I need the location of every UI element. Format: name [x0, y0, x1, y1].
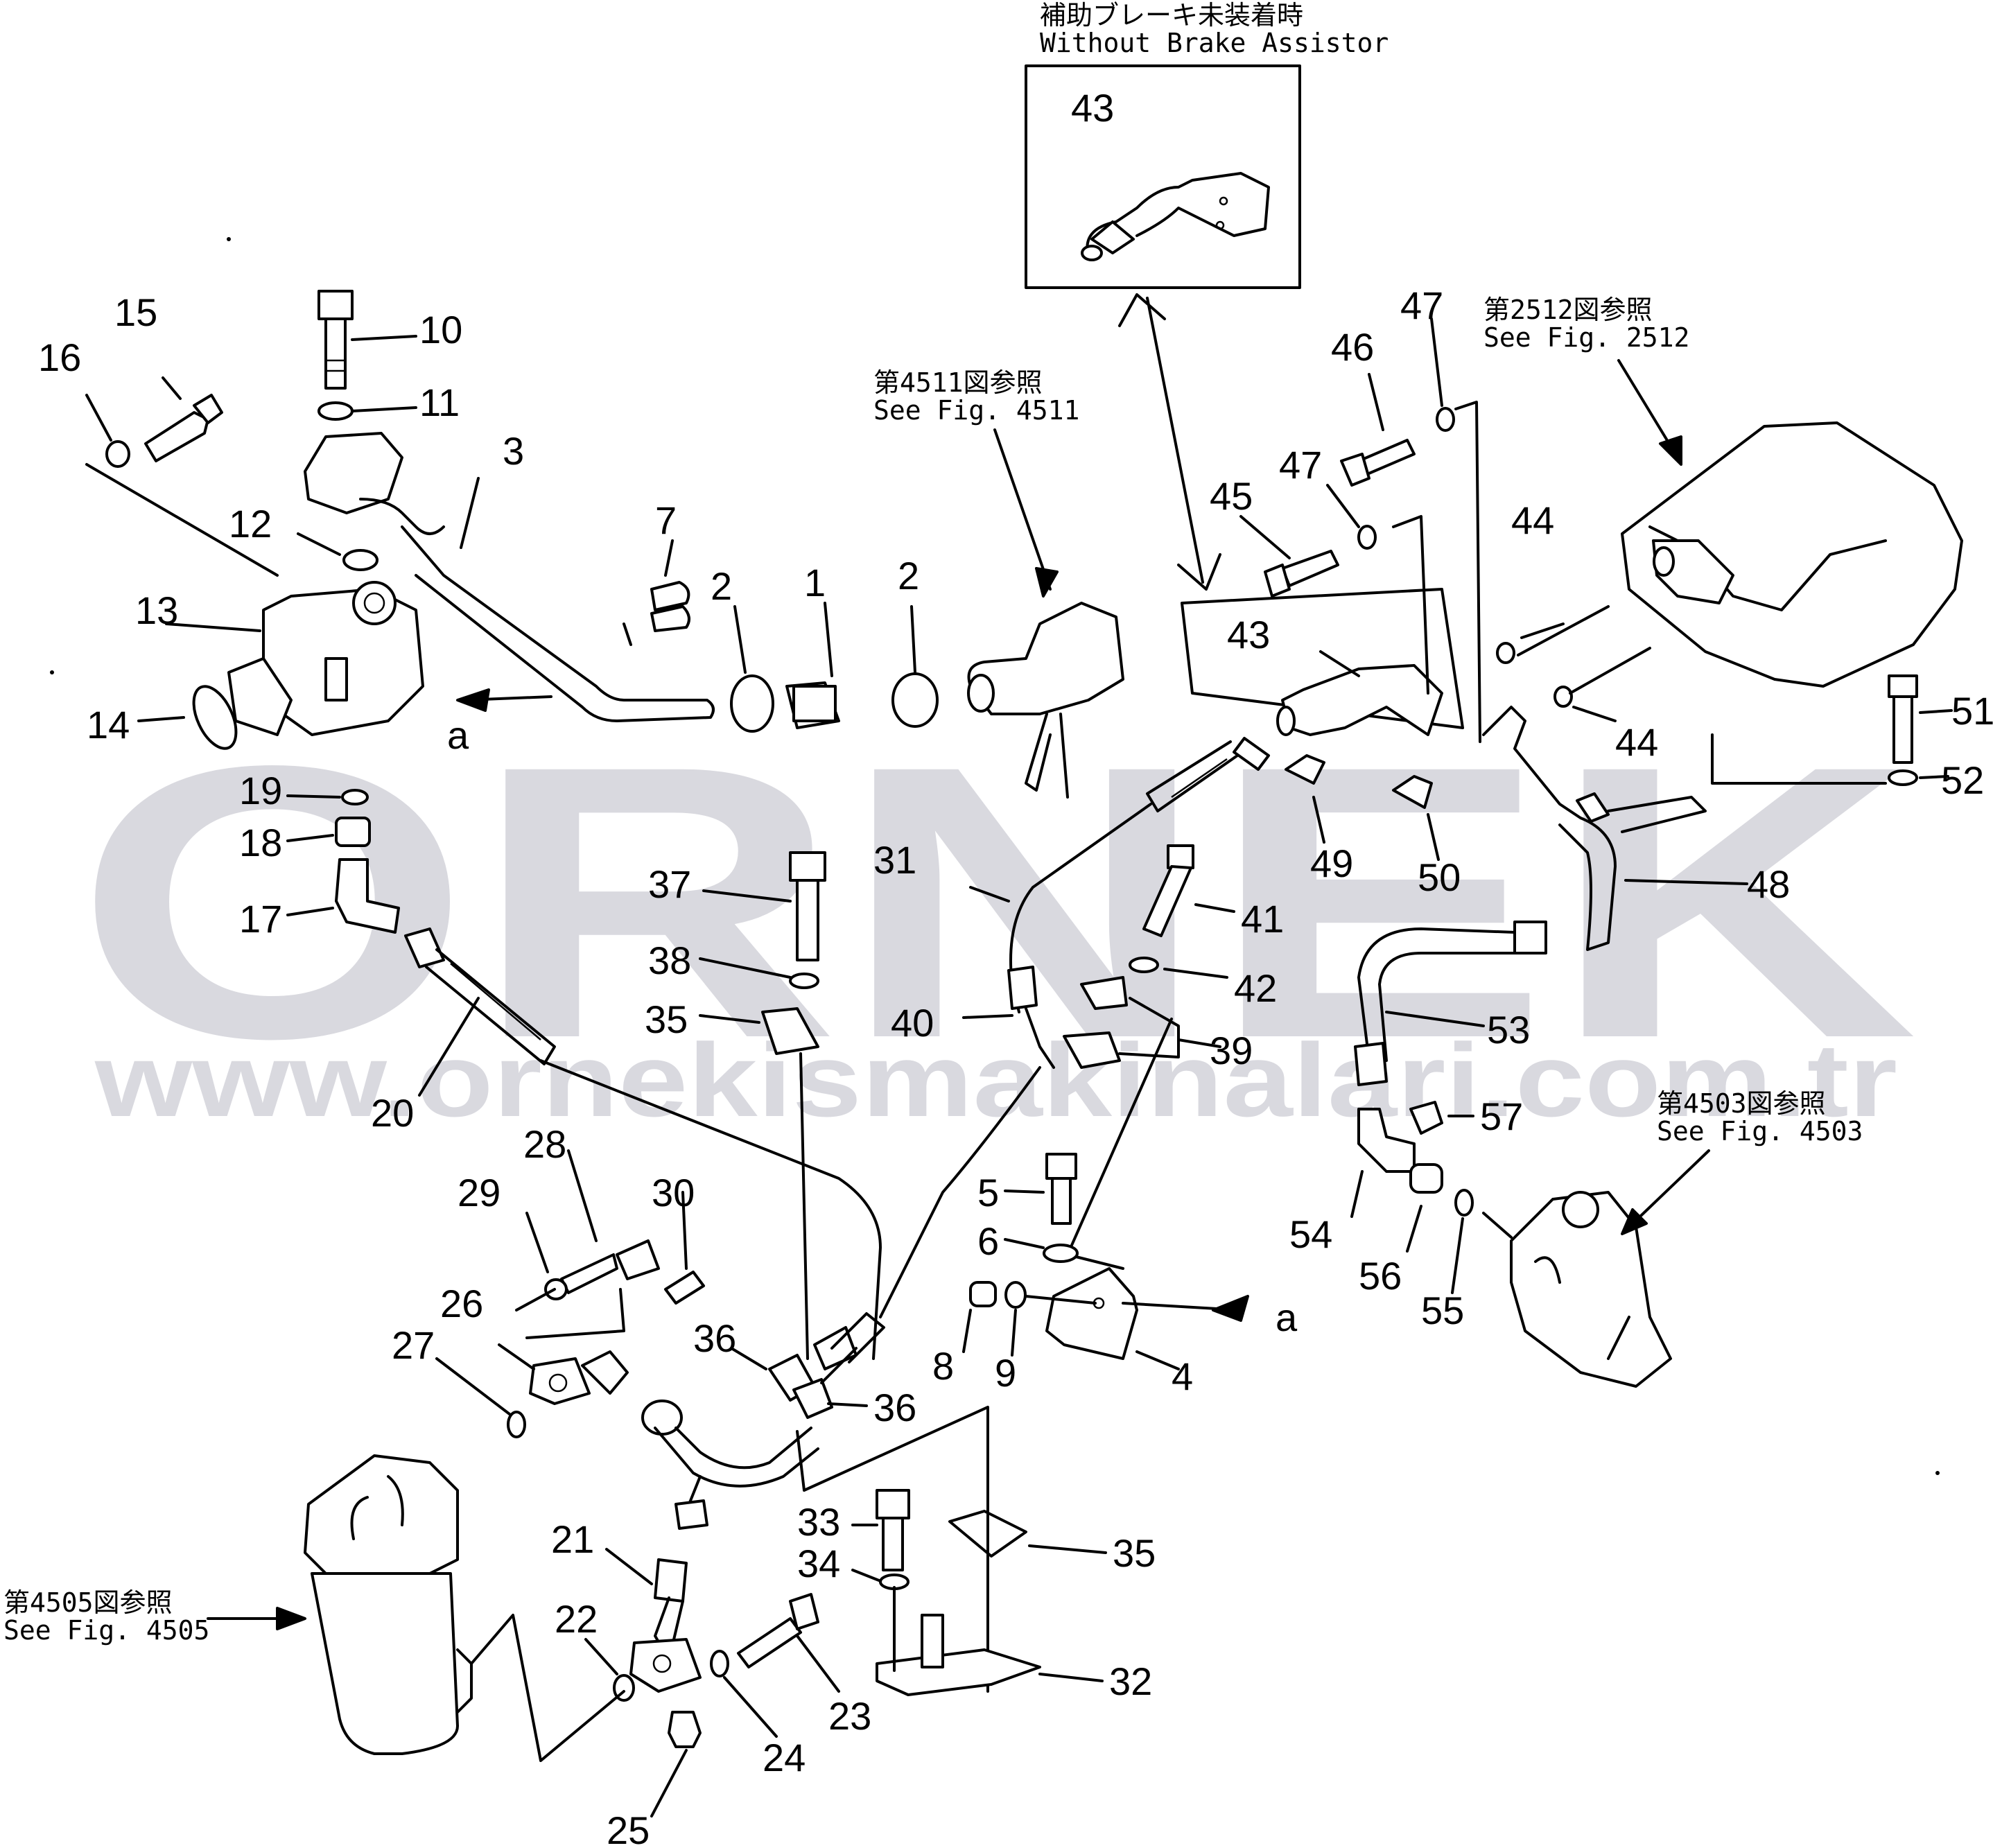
view-marker-a-bottom: a — [1276, 1296, 1298, 1339]
label-45: 45 — [1210, 474, 1253, 518]
label-49: 49 — [1310, 842, 1353, 885]
label-53: 53 — [1487, 1008, 1530, 1052]
clamp-bolts — [699, 851, 826, 1360]
label-16: 16 — [38, 335, 81, 379]
inset-box: 補助ブレーキ未装着時 Without Brake Assistor — [1025, 0, 1389, 289]
label-5: 5 — [977, 1171, 999, 1214]
label-48: 48 — [1747, 862, 1790, 906]
label-29: 29 — [458, 1171, 501, 1214]
label-42: 42 — [1234, 966, 1277, 1010]
label-11: 11 — [419, 381, 460, 424]
bracket-4-group: a — [962, 1153, 1298, 1370]
label-7: 7 — [655, 498, 677, 542]
label-2b: 2 — [898, 554, 919, 598]
label-3: 3 — [503, 429, 524, 473]
part-labels: 43 1 2 2 3 4 5 6 7 8 9 10 11 12 13 14 15… — [38, 86, 1993, 1848]
label-35a: 35 — [645, 997, 688, 1041]
fig-ref-4505-en: See Fig. 4505 — [3, 1615, 209, 1646]
label-18: 18 — [239, 821, 282, 864]
filter: 第4505図参照 See Fig. 4505 — [3, 1454, 625, 1762]
inset-title-jp: 補助ブレーキ未装着時 — [1040, 0, 1303, 30]
label-13: 13 — [135, 589, 178, 632]
label-28: 28 — [523, 1122, 566, 1166]
label-14: 14 — [87, 703, 130, 747]
label-39: 39 — [1210, 1029, 1253, 1072]
label-9: 9 — [995, 1351, 1016, 1395]
label-54: 54 — [1289, 1212, 1332, 1256]
label-47a: 47 — [1400, 284, 1443, 327]
label-36b: 36 — [873, 1386, 916, 1429]
label-8: 8 — [932, 1344, 954, 1388]
hose-joint: 第4511図参照 See Fig. 4511 — [623, 367, 1124, 799]
fig-ref-4503-jp: 第4503図参照 — [1657, 1088, 1826, 1119]
view-marker-a-top: a — [447, 713, 469, 757]
label-36a: 36 — [693, 1316, 736, 1360]
hose-31-group — [879, 737, 1270, 1318]
inset-title-en: Without Brake Assistor — [1040, 28, 1389, 58]
label-52: 52 — [1941, 758, 1984, 802]
label-44a: 44 — [1511, 498, 1554, 542]
label-43: 43 — [1227, 613, 1270, 656]
label-55: 55 — [1421, 1289, 1464, 1332]
label-46: 46 — [1331, 325, 1374, 369]
label-51: 51 — [1951, 689, 1993, 733]
label-38: 38 — [648, 939, 691, 982]
label-47b: 47 — [1279, 443, 1322, 487]
double-arrow — [1118, 293, 1221, 591]
label-23: 23 — [828, 1694, 871, 1738]
valve-pipe-group: 第2512図参照 See Fig. 2512 — [1181, 295, 1963, 951]
label-24: 24 — [763, 1736, 806, 1779]
label-1: 1 — [804, 561, 826, 604]
label-22: 22 — [555, 1597, 598, 1641]
label-37: 37 — [648, 862, 691, 906]
label-32: 32 — [1109, 1659, 1152, 1703]
label-50: 50 — [1418, 855, 1461, 899]
label-6: 6 — [977, 1219, 999, 1263]
label-34: 34 — [797, 1542, 840, 1585]
label-12: 12 — [229, 502, 272, 546]
watermark-url: www.ornekismakinalari.com.tr — [94, 1022, 1897, 1138]
label-41: 41 — [1241, 897, 1284, 941]
label-20: 20 — [371, 1091, 414, 1135]
label-26: 26 — [440, 1282, 483, 1325]
fig-ref-4505-jp: 第4505図参照 — [3, 1587, 173, 1618]
label-21: 21 — [551, 1517, 594, 1561]
label-30: 30 — [652, 1171, 695, 1214]
label-57: 57 — [1480, 1095, 1523, 1138]
pump-assembly: a — [85, 290, 882, 1360]
label-4: 4 — [1172, 1354, 1193, 1398]
right-lower-group: 第4503図参照 See Fig. 4503 — [1350, 921, 1863, 1388]
fig-ref-4503-en: See Fig. 4503 — [1657, 1116, 1863, 1147]
lower-assembly — [435, 1149, 1107, 1818]
label-43-inset: 43 — [1071, 86, 1114, 130]
fig-ref-2512-jp: 第2512図参照 — [1483, 295, 1653, 325]
label-10: 10 — [419, 308, 462, 351]
label-25: 25 — [607, 1808, 650, 1848]
label-2a: 2 — [711, 564, 732, 608]
fig-ref-4511-jp: 第4511図参照 — [873, 367, 1043, 398]
label-31: 31 — [873, 838, 916, 882]
label-56: 56 — [1359, 1254, 1402, 1298]
label-27: 27 — [392, 1323, 435, 1367]
label-40: 40 — [891, 1001, 934, 1045]
label-17: 17 — [239, 897, 282, 941]
label-33: 33 — [797, 1500, 840, 1544]
label-35b: 35 — [1113, 1531, 1156, 1575]
fig-ref-4511-en: See Fig. 4511 — [873, 395, 1079, 426]
label-44b: 44 — [1615, 720, 1658, 764]
label-19: 19 — [239, 769, 282, 812]
label-15: 15 — [114, 290, 157, 334]
fig-ref-2512-en: See Fig. 2512 — [1483, 322, 1689, 353]
